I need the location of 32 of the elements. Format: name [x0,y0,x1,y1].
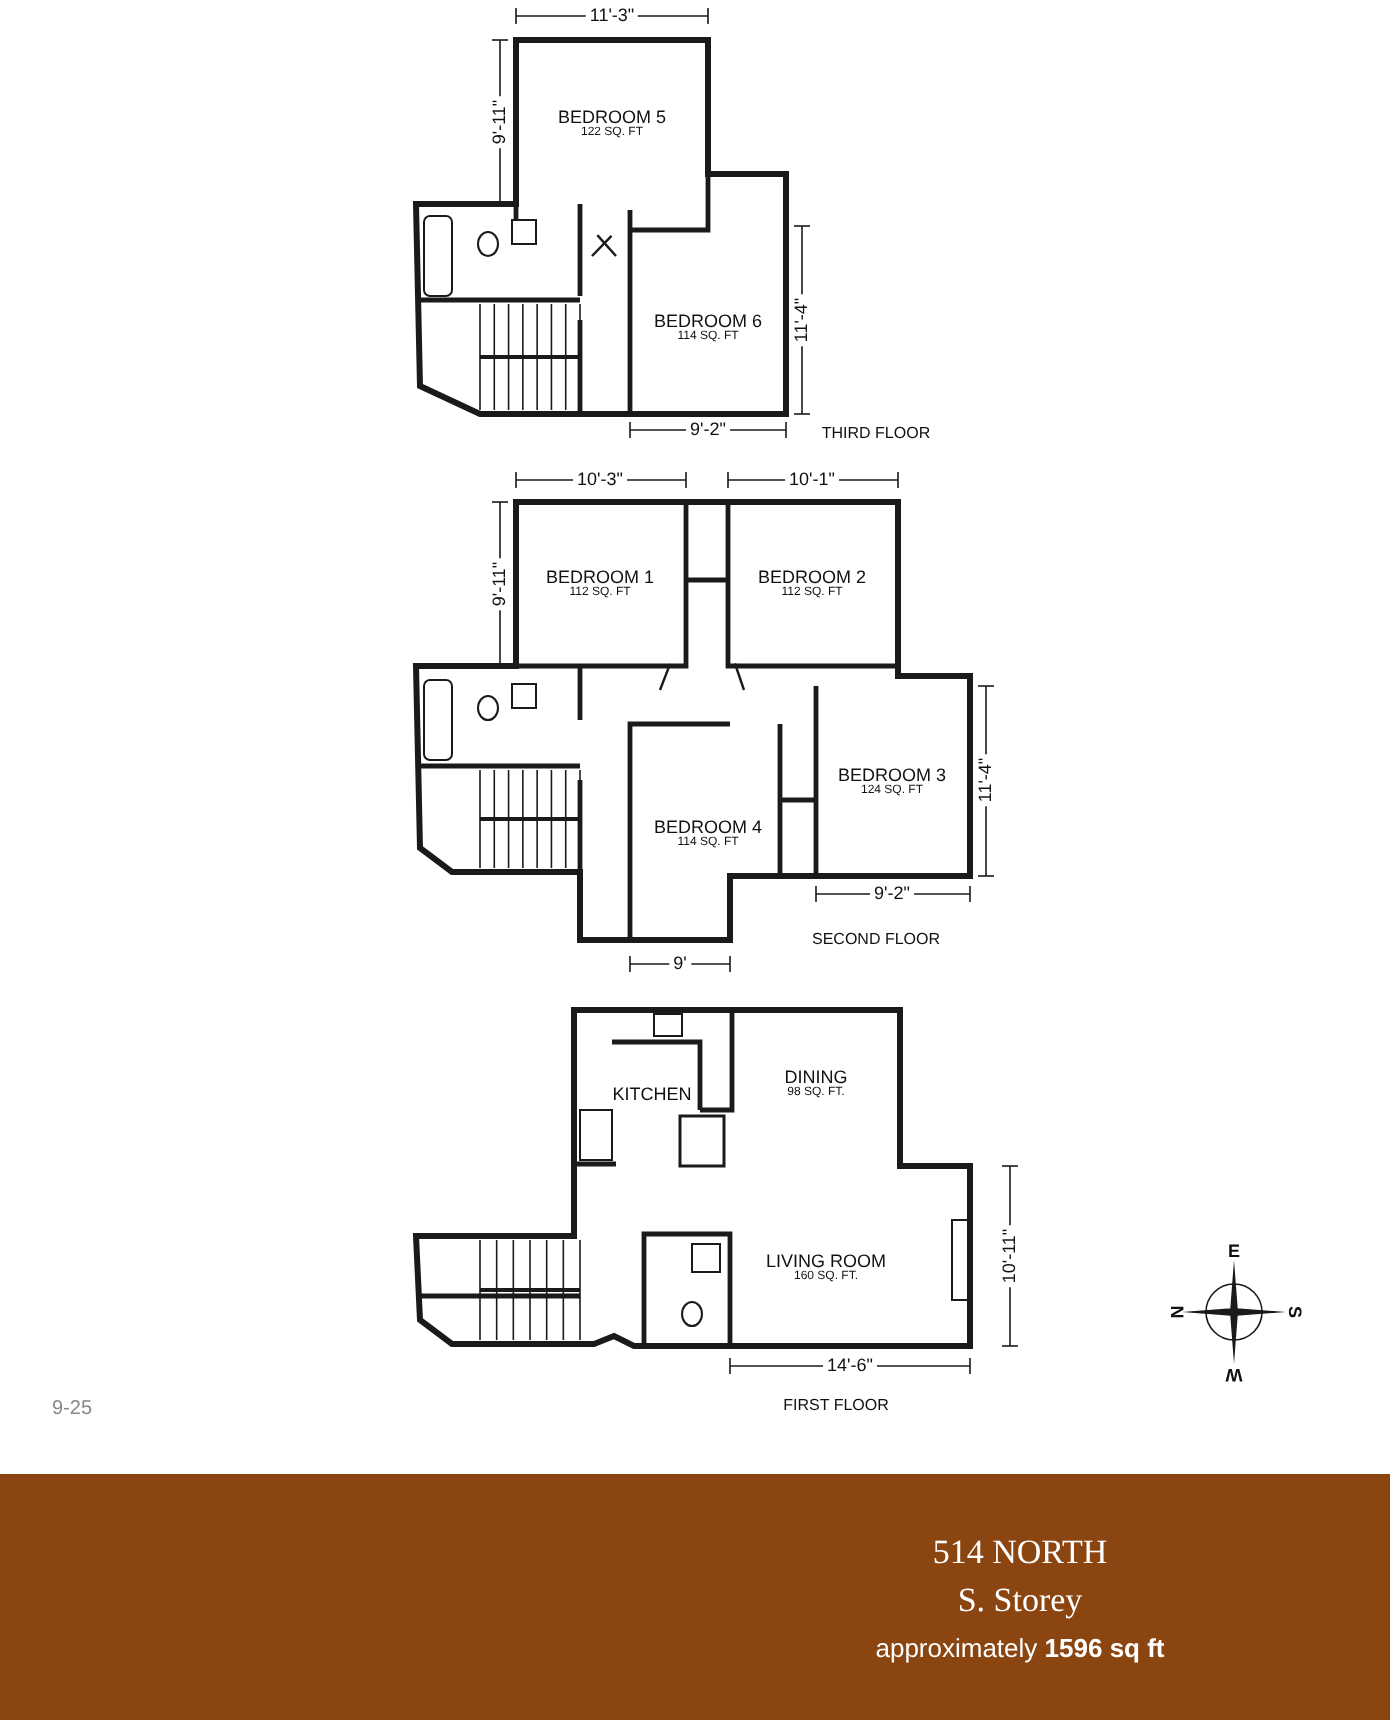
address-text: S. Storey [957,1583,1083,1617]
dimension-label: 9' [669,955,691,973]
room-name: BEDROOM 2 [758,566,866,587]
room-name: KITCHEN [612,1083,692,1105]
address-text: 514 NORTH [932,1535,1108,1569]
compass-letter: S [1285,1306,1303,1318]
room-name: BEDROOM 5 [558,106,666,127]
floor-title: FIRST FLOOR [783,1398,889,1414]
dimension-label: 9'-2" [686,421,730,439]
dimension-label: 10'-3" [573,471,627,489]
room-name: BEDROOM 1 [546,566,654,587]
floor-title: SECOND FLOOR [812,932,940,948]
dimension-label: 11'-4" [977,753,995,807]
compass-letter: W [1225,1365,1243,1383]
dimension-label: 9'-11" [491,557,509,611]
dimension-label: 10'-1" [785,471,839,489]
room-name: BEDROOM 4 [654,816,762,837]
page-note: 9-25 [52,1400,92,1420]
dimension-label: 14'-6" [823,1357,877,1375]
room-name: BEDROOM 3 [838,764,946,785]
dimension-label: 10'-11" [1001,1224,1019,1288]
dimension-label: 9'-11" [491,95,509,149]
area-text: approximately 1596 sq ft [875,1635,1165,1661]
dimension-label: 9'-2" [870,885,914,903]
dimension-label: 11'-4" [793,293,811,347]
compass-letter: E [1228,1243,1240,1261]
floor-title: THIRD FLOOR [821,426,931,442]
room-name: DINING [784,1066,848,1087]
room-name: BEDROOM 6 [654,310,762,331]
dimension-label: 11'-3" [585,7,639,25]
room-name: LIVING ROOM [766,1250,886,1271]
compass-letter: N [1167,1305,1185,1319]
